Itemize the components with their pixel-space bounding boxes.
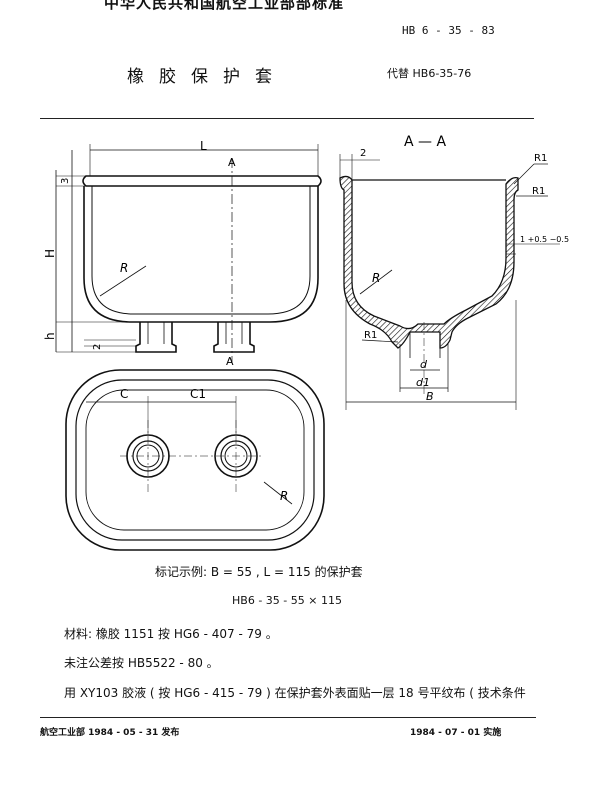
footer-rule [40,717,536,718]
footer-effective: 1984 - 07 - 01 实施 [410,728,502,738]
label-h: h [43,332,57,340]
label-R1-b: R1 [532,186,545,197]
label-A-top: A [228,156,236,169]
marking-code: HB6 - 35 - 55 × 115 [232,594,342,607]
label-H: H [43,249,57,258]
note-tolerance: 未注公差按 HB5522 - 80 。 [64,656,219,670]
label-dim-2-top: 2 [360,148,366,159]
note-material: 材料: 橡胶 1151 按 HG6 - 407 - 79 。 [64,627,278,641]
label-B: B [426,390,434,403]
label-A-bottom: A [226,355,234,368]
label-C1: C1 [190,387,206,401]
label-C: C [120,387,128,401]
label-d1: d1 [416,376,430,389]
header-rule [40,118,534,119]
label-R1-a: R1 [534,153,547,164]
section-view [339,154,560,410]
section-title: A — A [404,134,446,150]
label-R-front: R [120,261,128,275]
plan-view [65,369,325,551]
standard-number: HB 6 - 35 - 83 [402,24,495,37]
label-tolerance: 1 +0.5 −0.5 [520,235,569,244]
label-dim-2-left: 2 [92,344,103,350]
marking-example: 标记示例: B = 55 , L = 115 的保护套 [155,565,363,579]
label-L: L [200,139,207,153]
front-view [55,144,322,362]
footer-issued: 航空工业部 1984 - 05 - 31 发布 [40,728,180,738]
replaces-standard: 代替 HB6-35-76 [387,67,472,80]
label-R-section: R [372,271,380,285]
label-dim-3: 3 [60,178,71,184]
label-R-plan: R [280,489,288,503]
label-R1-c: R1 [364,330,377,341]
standard-authority-header: 中华人民共和国航空工业部部标准 [104,0,345,12]
document-title: 橡胶保护套 [127,67,287,87]
note-adhesive: 用 XY103 胶液 ( 按 HG6 - 415 - 79 ) 在保护套外表面贴… [64,686,526,700]
label-d: d [420,358,428,371]
